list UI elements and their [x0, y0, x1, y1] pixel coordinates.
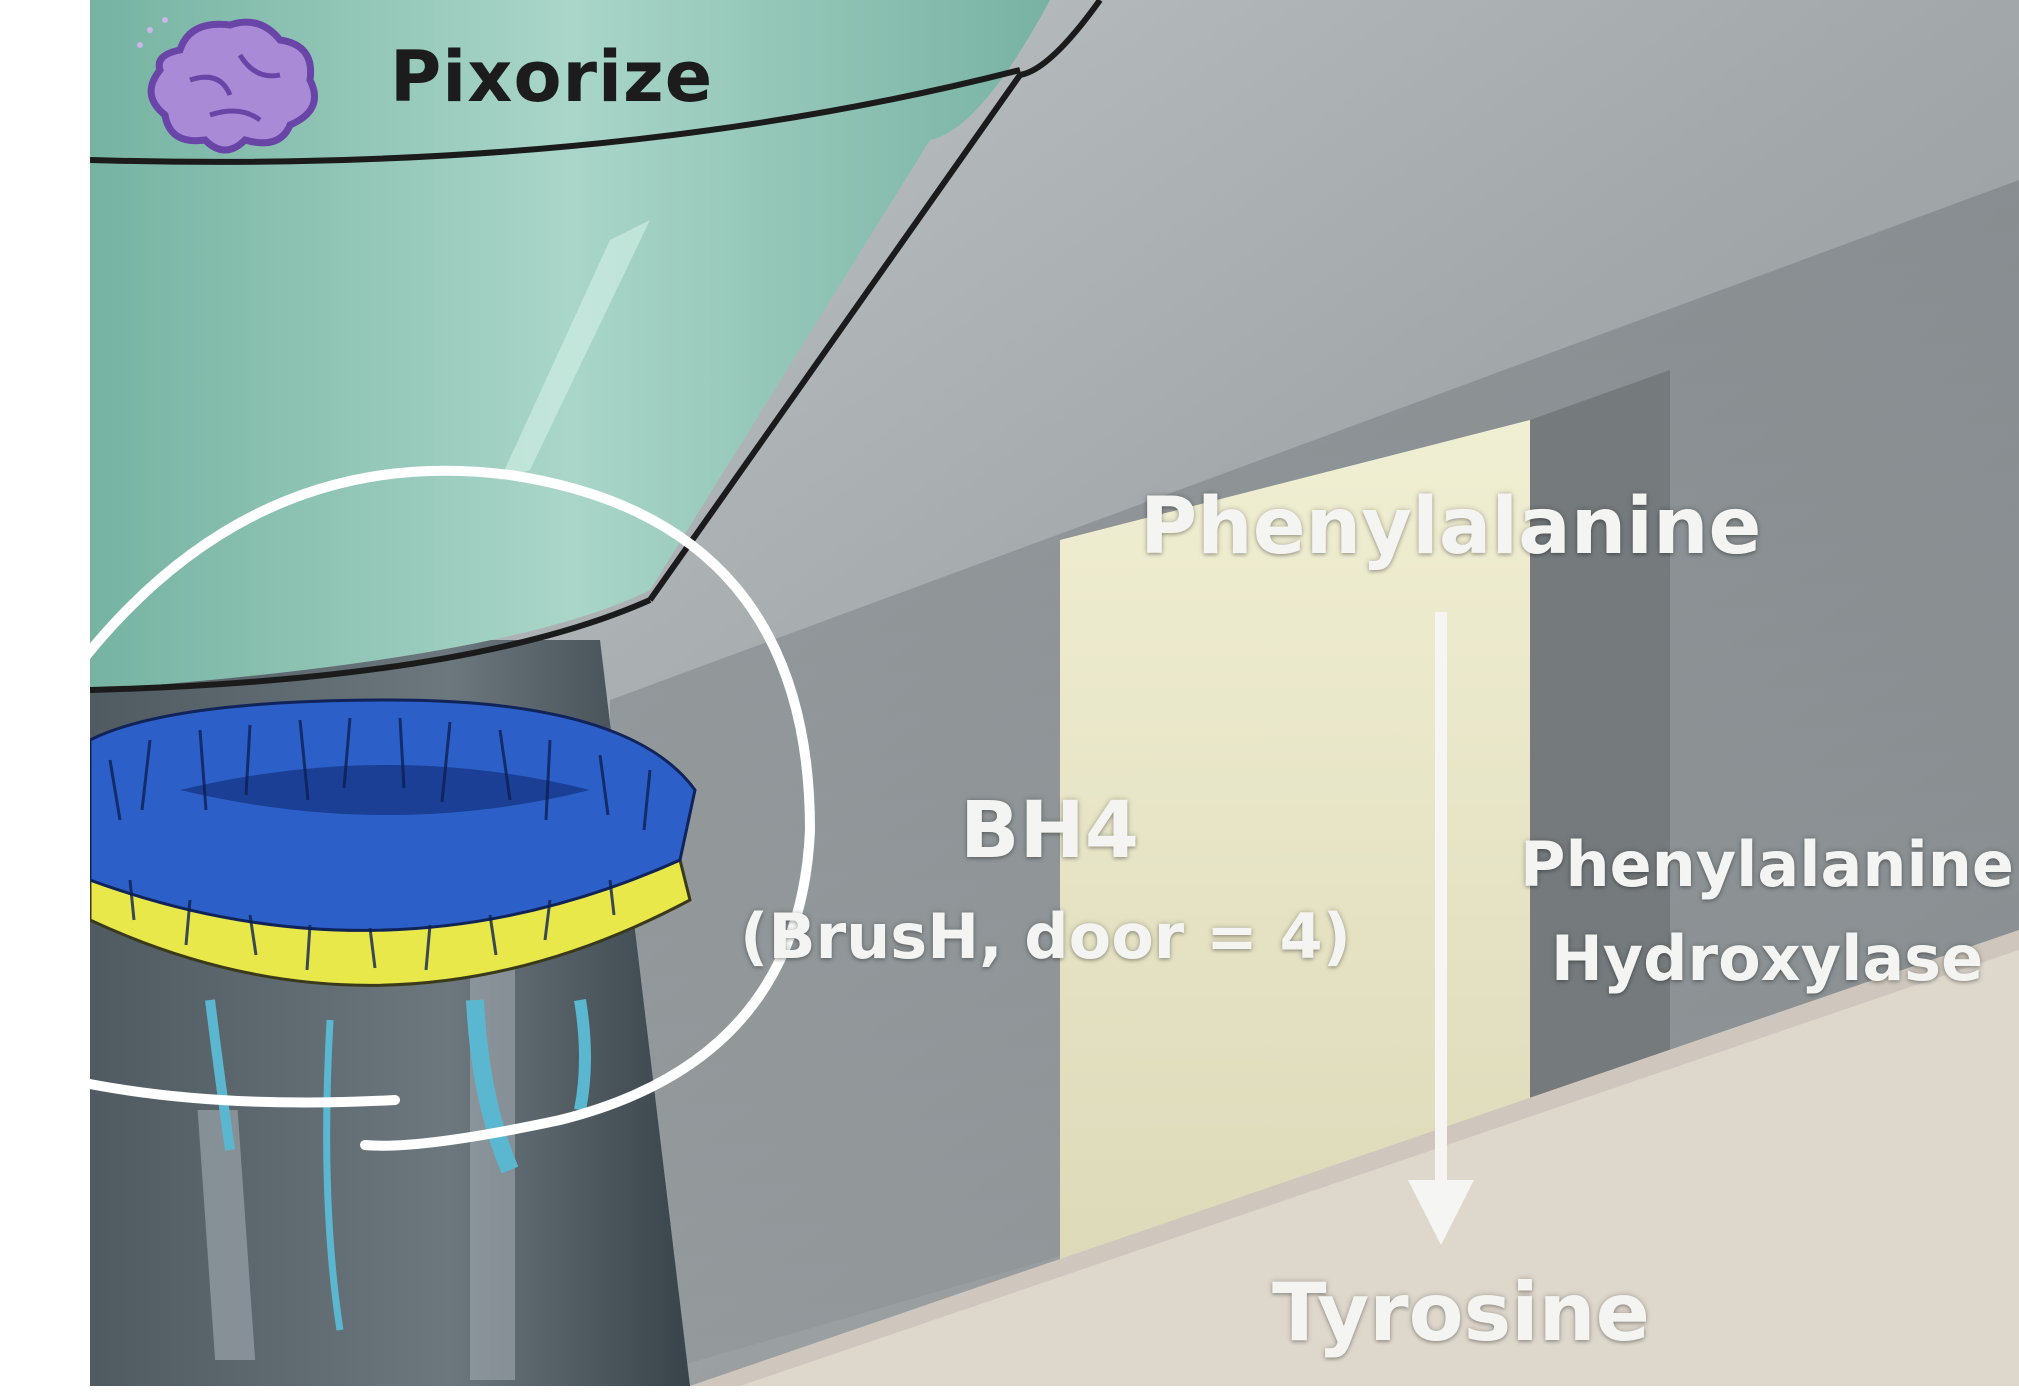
arrow-head: [1408, 1180, 1474, 1245]
enzyme-label-line1: Phenylalanine: [1520, 828, 2014, 901]
funnel-shine: [500, 220, 650, 480]
doorway: [1060, 420, 1530, 1300]
brain-icon: [137, 17, 318, 154]
drip: [574, 999, 591, 1112]
drip: [323, 1019, 344, 1331]
substrate-label: Phenylalanine: [1140, 482, 1762, 572]
funnel-lip: [90, 597, 652, 693]
illustration-scene: Pixorize Phenylalanine Tyrosine BH4 (Bru…: [90, 0, 2019, 1386]
logo-wordmark: Pixorize: [390, 36, 714, 118]
cofactor-label: BH4: [960, 786, 1140, 876]
annotation-stroke: [90, 1078, 400, 1108]
enzyme-label: Phenylalanine Hydroxylase: [1520, 818, 2014, 1006]
floor-edge: [690, 930, 2019, 1386]
pipe-highlight: [197, 1110, 256, 1360]
funnel-rim: [90, 67, 1021, 165]
annotation-circle: [90, 465, 816, 1151]
drip: [466, 999, 519, 1174]
scene-artwork: [90, 0, 2019, 1386]
door-jamb: [1530, 370, 1670, 1180]
funnel-edge: [647, 0, 1103, 602]
brush-ring: [90, 698, 697, 987]
product-label: Tyrosine: [1272, 1266, 1650, 1359]
cofactor-mnemonic: (BrusH, door = 4): [740, 900, 1351, 973]
enzyme-label-line2: Hydroxylase: [1550, 922, 1984, 995]
drip: [205, 999, 235, 1151]
